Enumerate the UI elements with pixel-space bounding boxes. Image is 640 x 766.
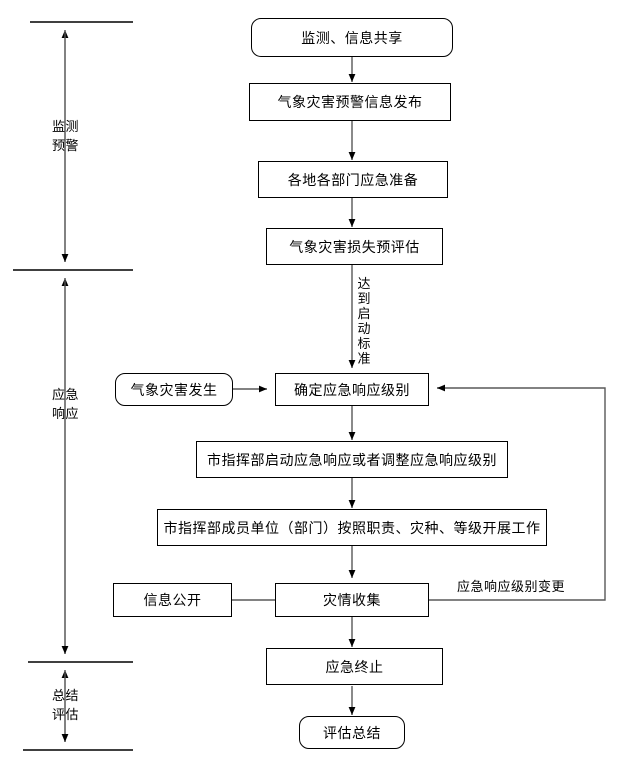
node-disaster-occurs[interactable]: 气象灾害发生 xyxy=(115,373,233,406)
node-monitor-share-label: 监测、信息共享 xyxy=(301,30,403,47)
conn-feedback-level-change xyxy=(429,384,606,601)
node-disaster-collect[interactable]: 灾情收集 xyxy=(275,583,429,617)
phase-label-response: 应急 响应 xyxy=(43,386,88,424)
node-disaster-collect-label: 灾情收集 xyxy=(323,593,381,609)
node-disaster-occurs-label: 气象灾害发生 xyxy=(130,382,218,399)
phase-label-response-line1: 应急 xyxy=(51,388,79,403)
node-info-public[interactable]: 信息公开 xyxy=(113,583,232,617)
phase-label-summary-line2: 评估 xyxy=(51,708,79,723)
node-warning-release-label: 气象灾害预警信息发布 xyxy=(277,95,423,111)
edge-label-trigger-text: 达到启动标准 xyxy=(357,277,371,367)
phase-label-summary: 总结 评估 xyxy=(43,687,88,725)
node-emergency-end[interactable]: 应急终止 xyxy=(266,648,443,685)
phase-label-monitor-line2: 预警 xyxy=(51,139,79,154)
node-info-public-label: 信息公开 xyxy=(143,593,202,609)
phase-label-monitor: 监测 预警 xyxy=(43,118,88,156)
phase-label-monitor-line1: 监测 xyxy=(51,120,79,135)
node-determine-level[interactable]: 确定应急响应级别 xyxy=(275,373,429,406)
node-member-units[interactable]: 市指挥部成员单位（部门）按照职责、灾种、等级开展工作 xyxy=(157,509,547,546)
node-city-start-label: 市指挥部启动应急响应或者调整应急响应级别 xyxy=(207,452,497,469)
node-city-start[interactable]: 市指挥部启动应急响应或者调整应急响应级别 xyxy=(196,441,508,478)
node-emergency-end-label: 应急终止 xyxy=(325,659,384,676)
node-dept-prepare-label: 各地各部门应急准备 xyxy=(287,172,419,189)
node-loss-preassess-label: 气象灾害损失预评估 xyxy=(289,239,420,256)
phase-label-summary-line1: 总结 xyxy=(51,689,79,704)
node-monitor-share[interactable]: 监测、信息共享 xyxy=(251,18,453,57)
phase-bracket-lines xyxy=(13,21,133,751)
edge-label-level-change-text: 应急响应级别变更 xyxy=(457,580,566,595)
node-assess-summary-label: 评估总结 xyxy=(323,725,381,742)
node-dept-prepare[interactable]: 各地各部门应急准备 xyxy=(258,161,448,198)
phase-label-response-line2: 响应 xyxy=(51,407,79,422)
edge-label-trigger: 达到启动标准 xyxy=(356,277,372,367)
node-warning-release[interactable]: 气象灾害预警信息发布 xyxy=(249,83,451,121)
node-determine-level-label: 确定应急响应级别 xyxy=(294,382,410,399)
node-member-units-label: 市指挥部成员单位（部门）按照职责、灾种、等级开展工作 xyxy=(163,520,541,537)
edge-label-level-change: 应急响应级别变更 xyxy=(457,576,565,595)
node-assess-summary[interactable]: 评估总结 xyxy=(299,716,405,749)
node-loss-preassess[interactable]: 气象灾害损失预评估 xyxy=(266,228,443,265)
